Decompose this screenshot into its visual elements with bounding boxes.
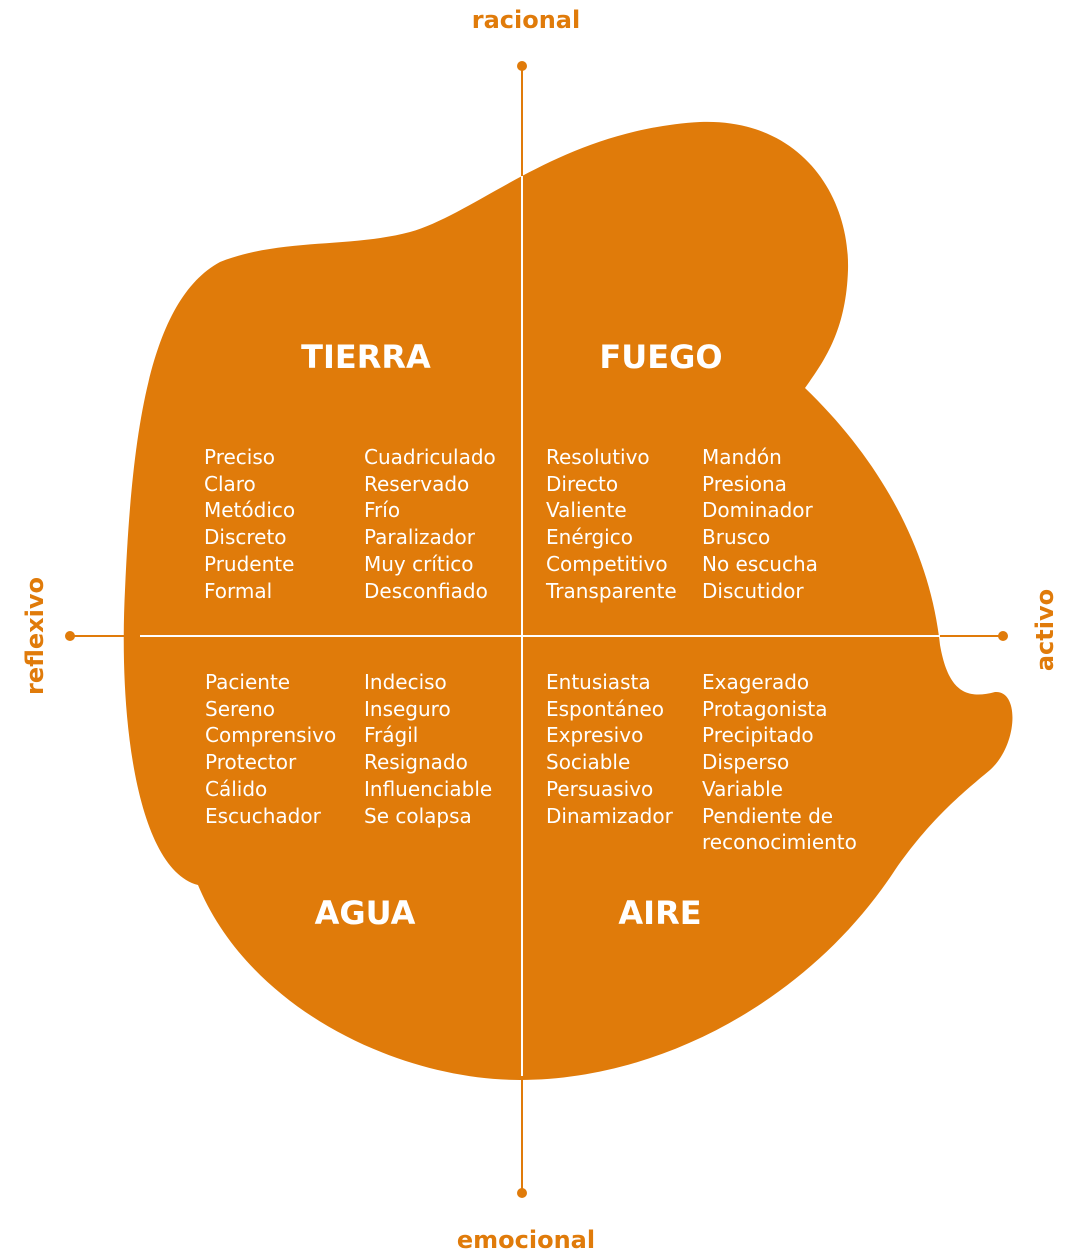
axis-dot-right bbox=[998, 631, 1008, 641]
fuego-negative-list: Mandón Presiona Dominador Brusco No escu… bbox=[702, 444, 818, 604]
word: Reservado bbox=[364, 471, 470, 496]
word: Comprensivo bbox=[205, 723, 337, 748]
word: Exagerado bbox=[702, 670, 810, 694]
word: Paralizador bbox=[364, 525, 475, 550]
fuego-positive-list: Resolutivo Directo Valiente Enérgico Com… bbox=[546, 444, 677, 604]
word: Directo bbox=[546, 471, 619, 496]
quadrant-title-tierra: TIERRA bbox=[301, 338, 431, 376]
axis-dot-bottom bbox=[517, 1188, 527, 1198]
word: Precipitado bbox=[702, 723, 814, 748]
word: Influenciable bbox=[364, 776, 493, 801]
word: Espontáneo bbox=[546, 696, 664, 721]
word: Escuchador bbox=[205, 803, 321, 828]
blob-shape bbox=[123, 121, 1013, 1080]
word: Mandón bbox=[702, 445, 782, 469]
quadrant-title-aire: AIRE bbox=[618, 894, 702, 932]
word: Protagonista bbox=[702, 696, 828, 721]
word: Cálido bbox=[205, 776, 268, 801]
word: Muy crítico bbox=[364, 551, 474, 576]
aire-negative-list: Exagerado Protagonista Precipitado Dispe… bbox=[702, 669, 857, 856]
word: Enérgico bbox=[546, 525, 633, 550]
word: Discreto bbox=[204, 525, 287, 550]
word: No escucha bbox=[702, 551, 818, 576]
quadrant-title-agua: AGUA bbox=[314, 894, 416, 932]
axis-label-racional: racional bbox=[471, 6, 581, 34]
word: Dinamizador bbox=[546, 803, 673, 828]
word: Prudente bbox=[204, 551, 295, 576]
word: Se colapsa bbox=[364, 803, 472, 828]
word: Sereno bbox=[205, 696, 275, 721]
word: Disperso bbox=[702, 750, 790, 775]
word: Resolutivo bbox=[546, 445, 650, 469]
word: Competitivo bbox=[546, 551, 668, 576]
word: Variable bbox=[702, 776, 783, 801]
word: Pendiente de bbox=[702, 803, 834, 828]
word: Persuasivo bbox=[546, 776, 654, 801]
quadrant-title-fuego: FUEGO bbox=[599, 338, 723, 376]
word: Formal bbox=[204, 578, 273, 603]
word: Claro bbox=[204, 471, 256, 496]
word: Frágil bbox=[364, 723, 419, 748]
word: Discutidor bbox=[702, 578, 804, 603]
word: Cuadriculado bbox=[364, 445, 496, 469]
word: Paciente bbox=[205, 670, 291, 694]
word: Desconfiado bbox=[364, 578, 488, 603]
agua-positive-list: Paciente Sereno Comprensivo Protector Cá… bbox=[205, 669, 336, 829]
word: Entusiasta bbox=[546, 670, 651, 694]
word: Transparente bbox=[546, 578, 677, 603]
word: Expresivo bbox=[546, 723, 644, 748]
word: Indeciso bbox=[364, 670, 447, 694]
agua-negative-list: Indeciso Inseguro Frágil Resignado Influ… bbox=[364, 669, 492, 829]
word: Resignado bbox=[364, 750, 468, 775]
word: Preciso bbox=[204, 445, 276, 469]
axis-label-activo: activo bbox=[1031, 588, 1059, 672]
tierra-negative-list: Cuadriculado Reservado Frío Paralizador … bbox=[364, 444, 496, 604]
axis-label-reflexivo: reflexivo bbox=[21, 576, 49, 696]
word: Inseguro bbox=[364, 696, 451, 721]
word: Metódico bbox=[204, 498, 296, 523]
word: Protector bbox=[205, 750, 297, 775]
axis-dot-left bbox=[65, 631, 75, 641]
word: Dominador bbox=[702, 498, 813, 523]
word: Presiona bbox=[702, 471, 787, 496]
word: Sociable bbox=[546, 750, 631, 775]
axis-dot-top bbox=[517, 61, 527, 71]
word: Valiente bbox=[546, 498, 627, 523]
word: Brusco bbox=[702, 525, 771, 550]
aire-positive-list: Entusiasta Espontáneo Expresivo Sociable… bbox=[546, 669, 673, 829]
word: Frío bbox=[364, 498, 401, 523]
axis-label-emocional: emocional bbox=[456, 1226, 596, 1254]
word: reconocimiento bbox=[702, 830, 857, 855]
tierra-positive-list: Preciso Claro Metódico Discreto Prudente… bbox=[204, 444, 295, 604]
